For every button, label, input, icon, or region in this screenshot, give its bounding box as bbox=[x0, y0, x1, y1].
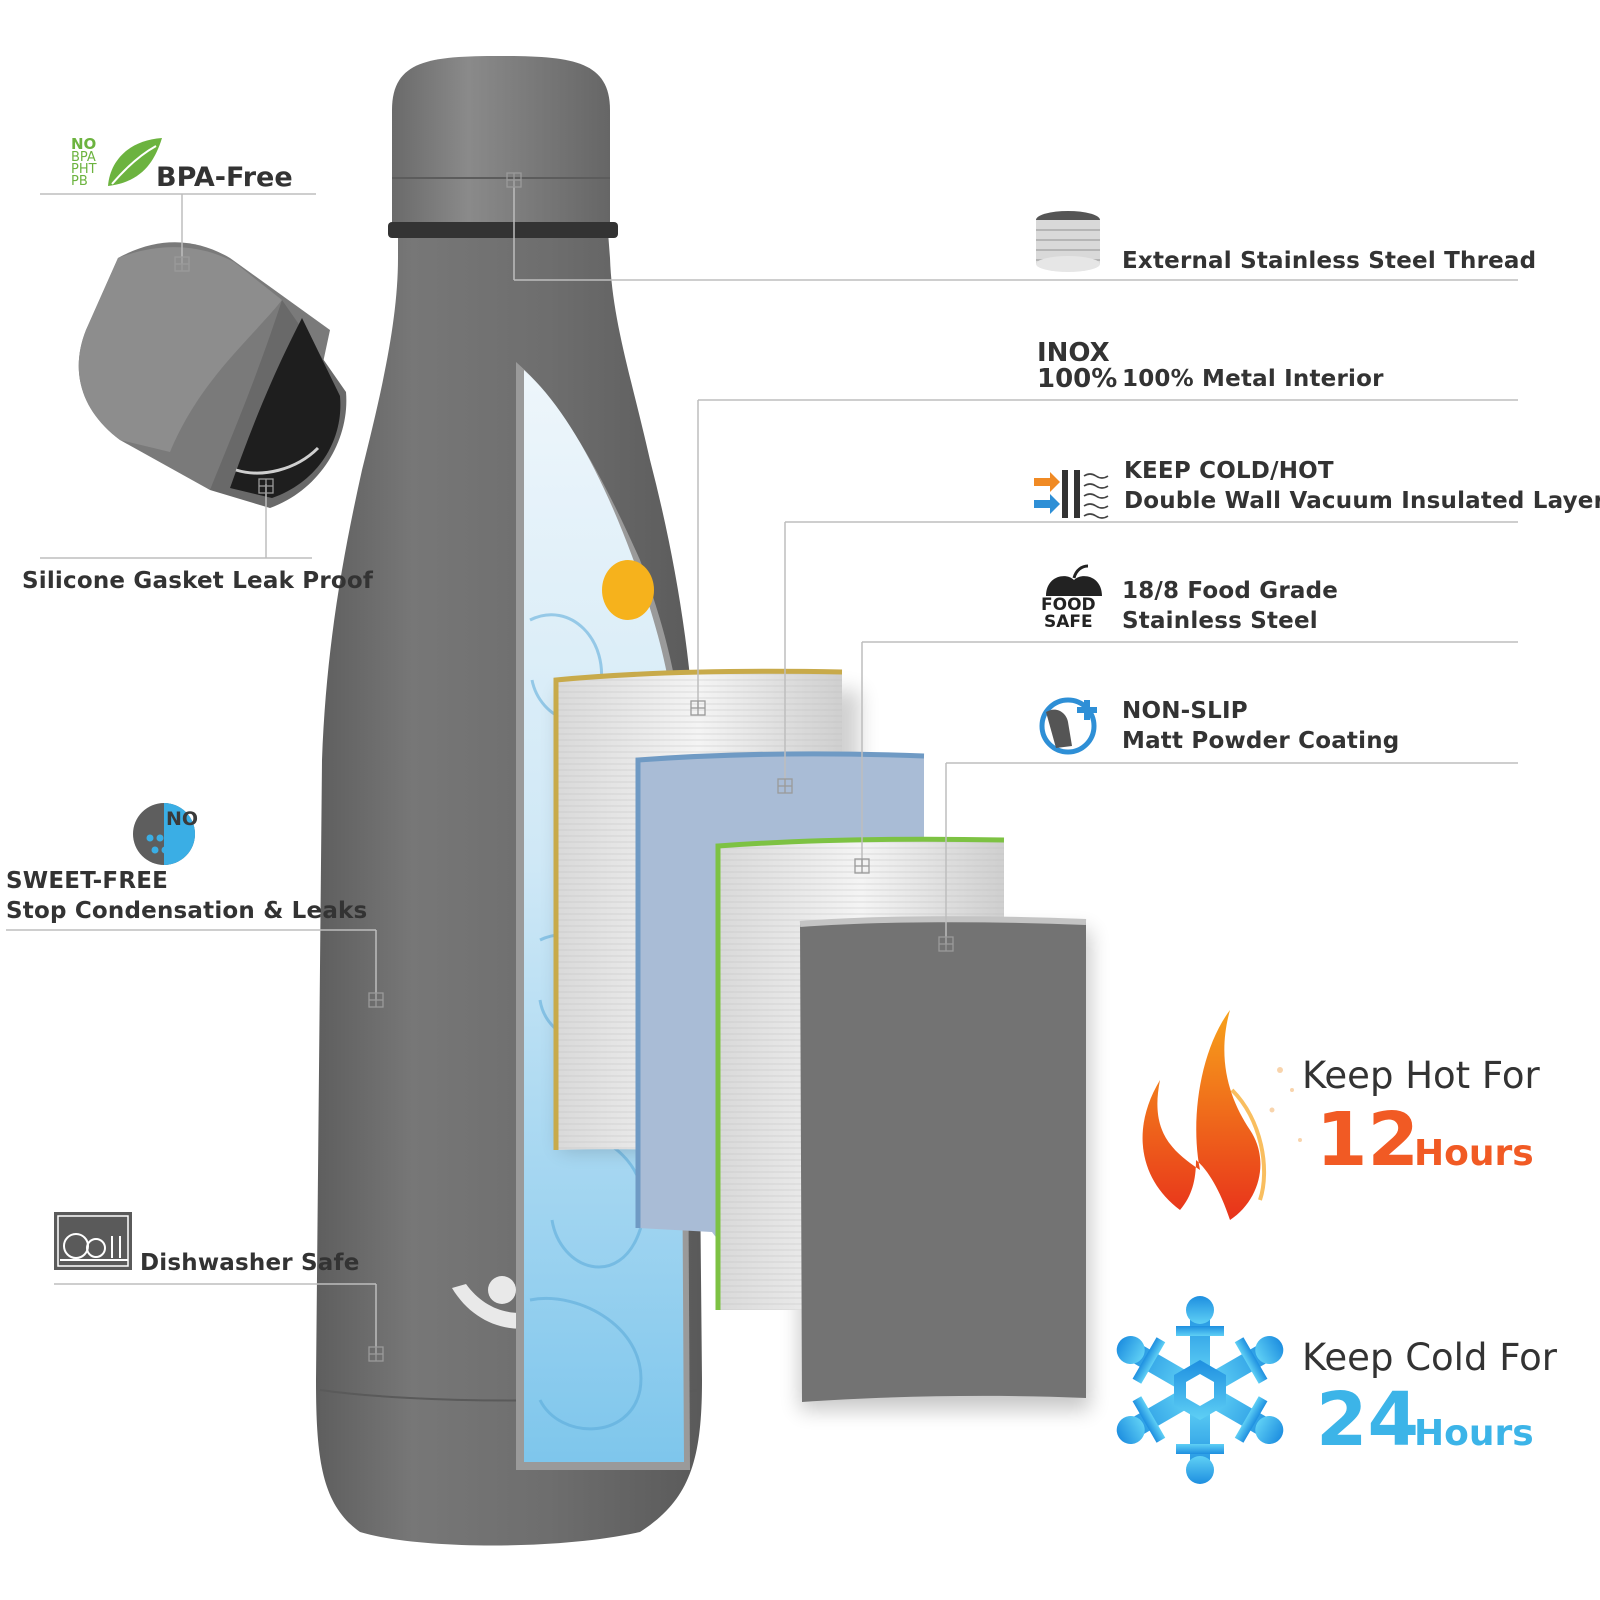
flame-icon bbox=[1142, 1010, 1302, 1220]
layer-coating bbox=[799, 916, 1087, 1402]
non-slip-subtitle: Matt Powder Coating bbox=[1122, 728, 1400, 754]
food-safe-icon-line2: SAFE bbox=[1044, 612, 1093, 632]
leader-lines bbox=[6, 180, 1518, 1354]
food-safe-icon-text: FOOD SAFE bbox=[1041, 597, 1096, 631]
hand-plus-icon bbox=[1039, 697, 1097, 755]
bpa-free-label: BPA-Free bbox=[156, 162, 293, 193]
keep-cold-value: 24 bbox=[1316, 1377, 1419, 1463]
bpa-icon-bpa: BPA bbox=[71, 150, 96, 165]
keep-hot-label: Keep Hot For bbox=[1302, 1054, 1540, 1097]
cap-ring bbox=[388, 222, 618, 238]
insulation-title: KEEP COLD/HOT bbox=[1124, 458, 1334, 484]
apple-icon bbox=[1046, 564, 1102, 596]
water-drops-icon bbox=[133, 803, 195, 865]
detached-cap bbox=[78, 242, 347, 508]
dishwasher-icon bbox=[54, 1212, 132, 1270]
gasket-label: Silicone Gasket Leak Proof bbox=[22, 568, 374, 594]
keep-hot-value: 12 bbox=[1316, 1097, 1419, 1183]
inox-icon-line2: 100% bbox=[1037, 364, 1118, 394]
callout-markers bbox=[174, 172, 954, 1362]
insulation-subtitle: Double Wall Vacuum Insulated Layer bbox=[1124, 488, 1600, 514]
snowflake-icon bbox=[1116, 1296, 1284, 1484]
thread-label: External Stainless Steel Thread bbox=[1122, 248, 1537, 274]
bpa-icon-pb: PB bbox=[71, 174, 88, 189]
metal-interior-label: 100% Metal Interior bbox=[1122, 366, 1384, 392]
sweat-icon-no: NO bbox=[166, 808, 199, 830]
inox-icon-text: INOX 100% bbox=[1037, 340, 1117, 392]
keep-cold-label: Keep Cold For bbox=[1302, 1336, 1558, 1379]
bpa-icon-text: NO BPA PHT PB bbox=[71, 135, 97, 189]
lemon-slice bbox=[602, 560, 654, 620]
dishwasher-label: Dishwasher Safe bbox=[140, 1250, 360, 1276]
non-slip-title: NON-SLIP bbox=[1122, 698, 1248, 724]
insulation-icon bbox=[1034, 470, 1109, 519]
food-safe-icon-line1: FOOD bbox=[1041, 595, 1096, 615]
food-grade-subtitle: Stainless Steel bbox=[1122, 608, 1318, 634]
bpa-icon-pht: PHT bbox=[71, 162, 97, 177]
sweat-free-title: SWEET-FREE bbox=[6, 868, 169, 894]
thread-icon bbox=[1036, 211, 1100, 272]
keep-hot-unit: Hours bbox=[1414, 1133, 1534, 1174]
brand-logo bbox=[452, 1276, 530, 1329]
bpa-icon-no: NO bbox=[71, 135, 97, 153]
leaf-icon bbox=[108, 138, 162, 186]
inox-icon-line1: INOX bbox=[1037, 338, 1110, 368]
food-grade-title: 18/8 Food Grade bbox=[1122, 578, 1339, 604]
layer-stack bbox=[553, 668, 1090, 1410]
keep-cold-unit: Hours bbox=[1414, 1413, 1534, 1454]
bottle-cap bbox=[392, 56, 610, 222]
sweat-free-subtitle: Stop Condensation & Leaks bbox=[6, 898, 368, 924]
